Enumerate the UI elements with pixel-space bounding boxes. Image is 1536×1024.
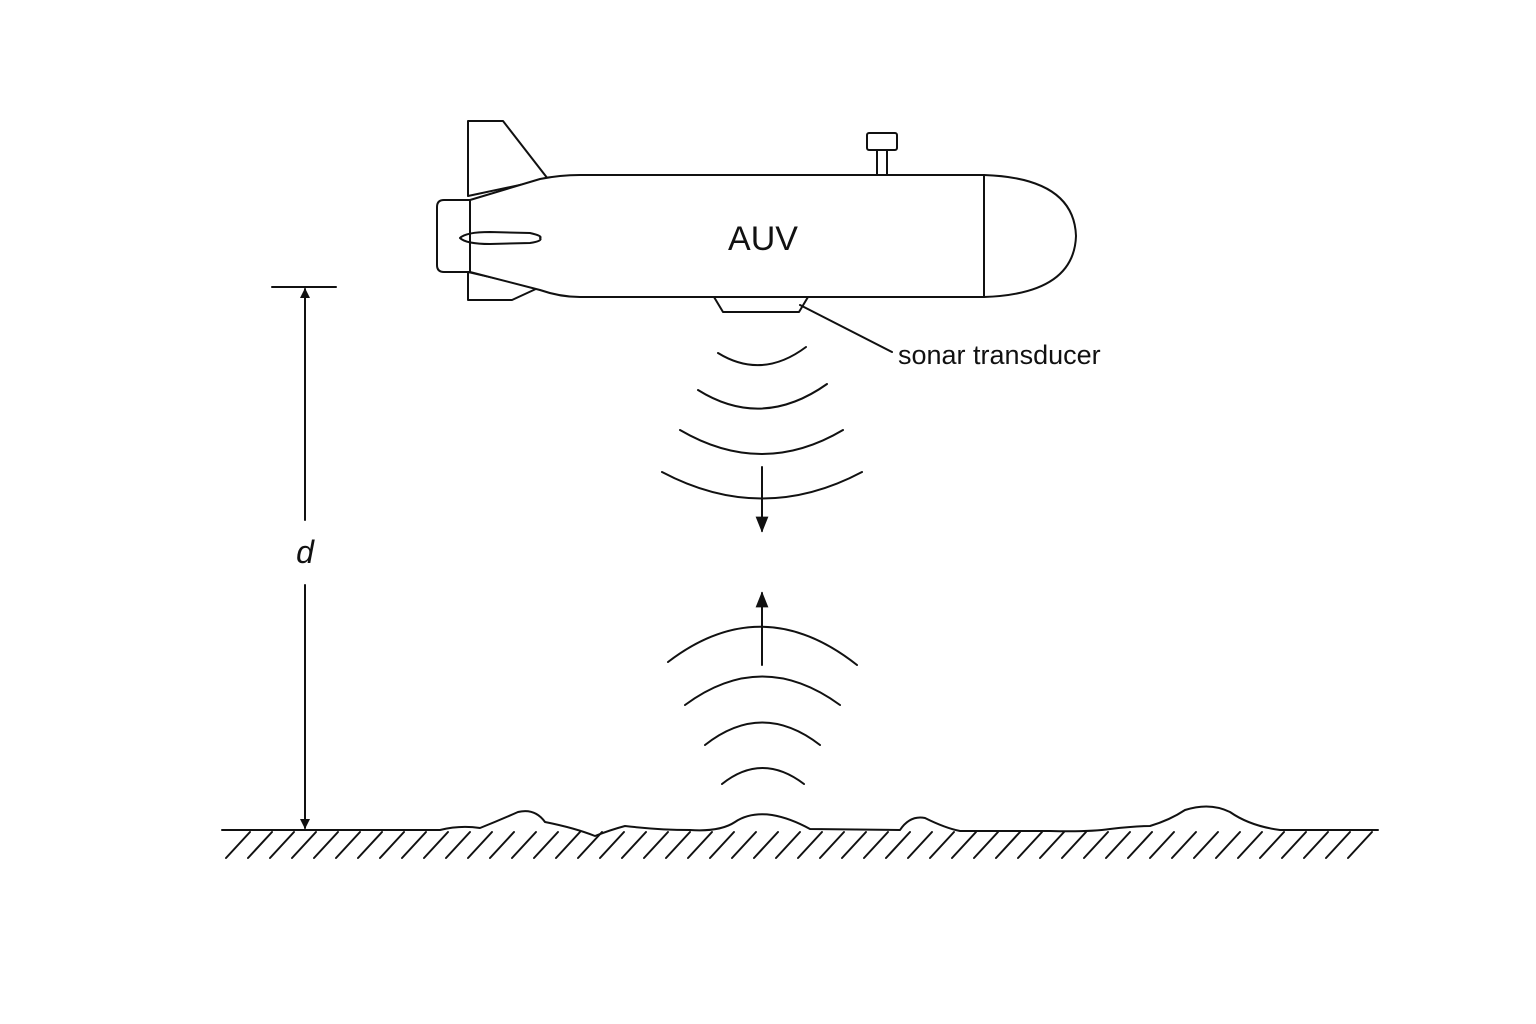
hatch-line [643,831,669,859]
auv-hull [469,174,1077,298]
propeller-blade [459,231,542,245]
hatch-line [401,831,427,859]
hatch-line [1171,831,1197,859]
antenna-cap [866,132,898,151]
hatch-line [731,831,757,859]
hatch-line [907,831,933,859]
propeller-shroud [436,199,470,273]
hatch-line [973,831,999,859]
hatch-line [929,831,955,859]
hatch-line [511,831,537,859]
hatch-line [1303,831,1329,859]
hatch-line [951,831,977,859]
hatch-line [1017,831,1043,859]
hatch-line [467,831,493,859]
distance-label: d [296,534,315,570]
hatch-line [1039,831,1065,859]
hatch-line [379,831,405,859]
hatch-line [687,831,713,859]
hatch-line [665,831,691,859]
hatch-line [1127,831,1153,859]
outgoing-wave-1 [717,346,807,367]
echo-wave-3 [704,721,821,746]
hatch-line [225,831,251,859]
hatch-line [313,831,339,859]
hatch-line [269,831,295,859]
hatch-line [577,831,603,859]
hatch-line [753,831,779,859]
outgoing-wave-2 [697,383,828,410]
hatch-line [1105,831,1131,859]
hatch-line [1325,831,1351,859]
hatch-line [1193,831,1219,859]
outgoing-sonar-waves [661,346,863,533]
hatch-line [1259,831,1285,859]
hatch-line [357,831,383,859]
hatch-line [885,831,911,859]
transducer-callout: sonar transducer [799,304,1101,370]
seabed-surface [221,805,1379,837]
hatch-line [621,831,647,859]
echo-wave-1 [667,625,858,666]
hatch-line [1215,831,1241,859]
hatch-line [291,831,317,859]
transducer-label: sonar transducer [898,340,1101,370]
outgoing-wave-3 [679,429,844,455]
hatch-line [533,831,559,859]
hatch-line [247,831,273,859]
return-echo-waves [667,591,858,785]
hatch-line [863,831,889,859]
hatch-line [445,831,471,859]
hatch-line [1237,831,1263,859]
sonar-transducer-housing [713,296,809,313]
hatch-line [709,831,735,859]
hatch-line [797,831,823,859]
hatch-line [1149,831,1175,859]
hatch-line [841,831,867,859]
hatch-line [335,831,361,859]
auv-label: AUV [728,220,798,258]
hatch-line [1347,831,1373,859]
auv-vehicle: AUV [436,120,1077,313]
hatch-line [423,831,449,859]
distance-dimension: d [271,286,337,829]
seabed [221,805,1379,859]
callout-leader-line [799,304,893,353]
hatch-line [1083,831,1109,859]
echo-wave-2 [684,675,841,706]
hatch-line [1061,831,1087,859]
hatch-line [1281,831,1307,859]
seabed-hatching [225,831,1373,859]
hatch-line [599,831,625,859]
hatch-line [775,831,801,859]
hatch-line [555,831,581,859]
echo-wave-4 [721,767,805,785]
hatch-line [819,831,845,859]
hatch-line [489,831,515,859]
hatch-line [995,831,1021,859]
